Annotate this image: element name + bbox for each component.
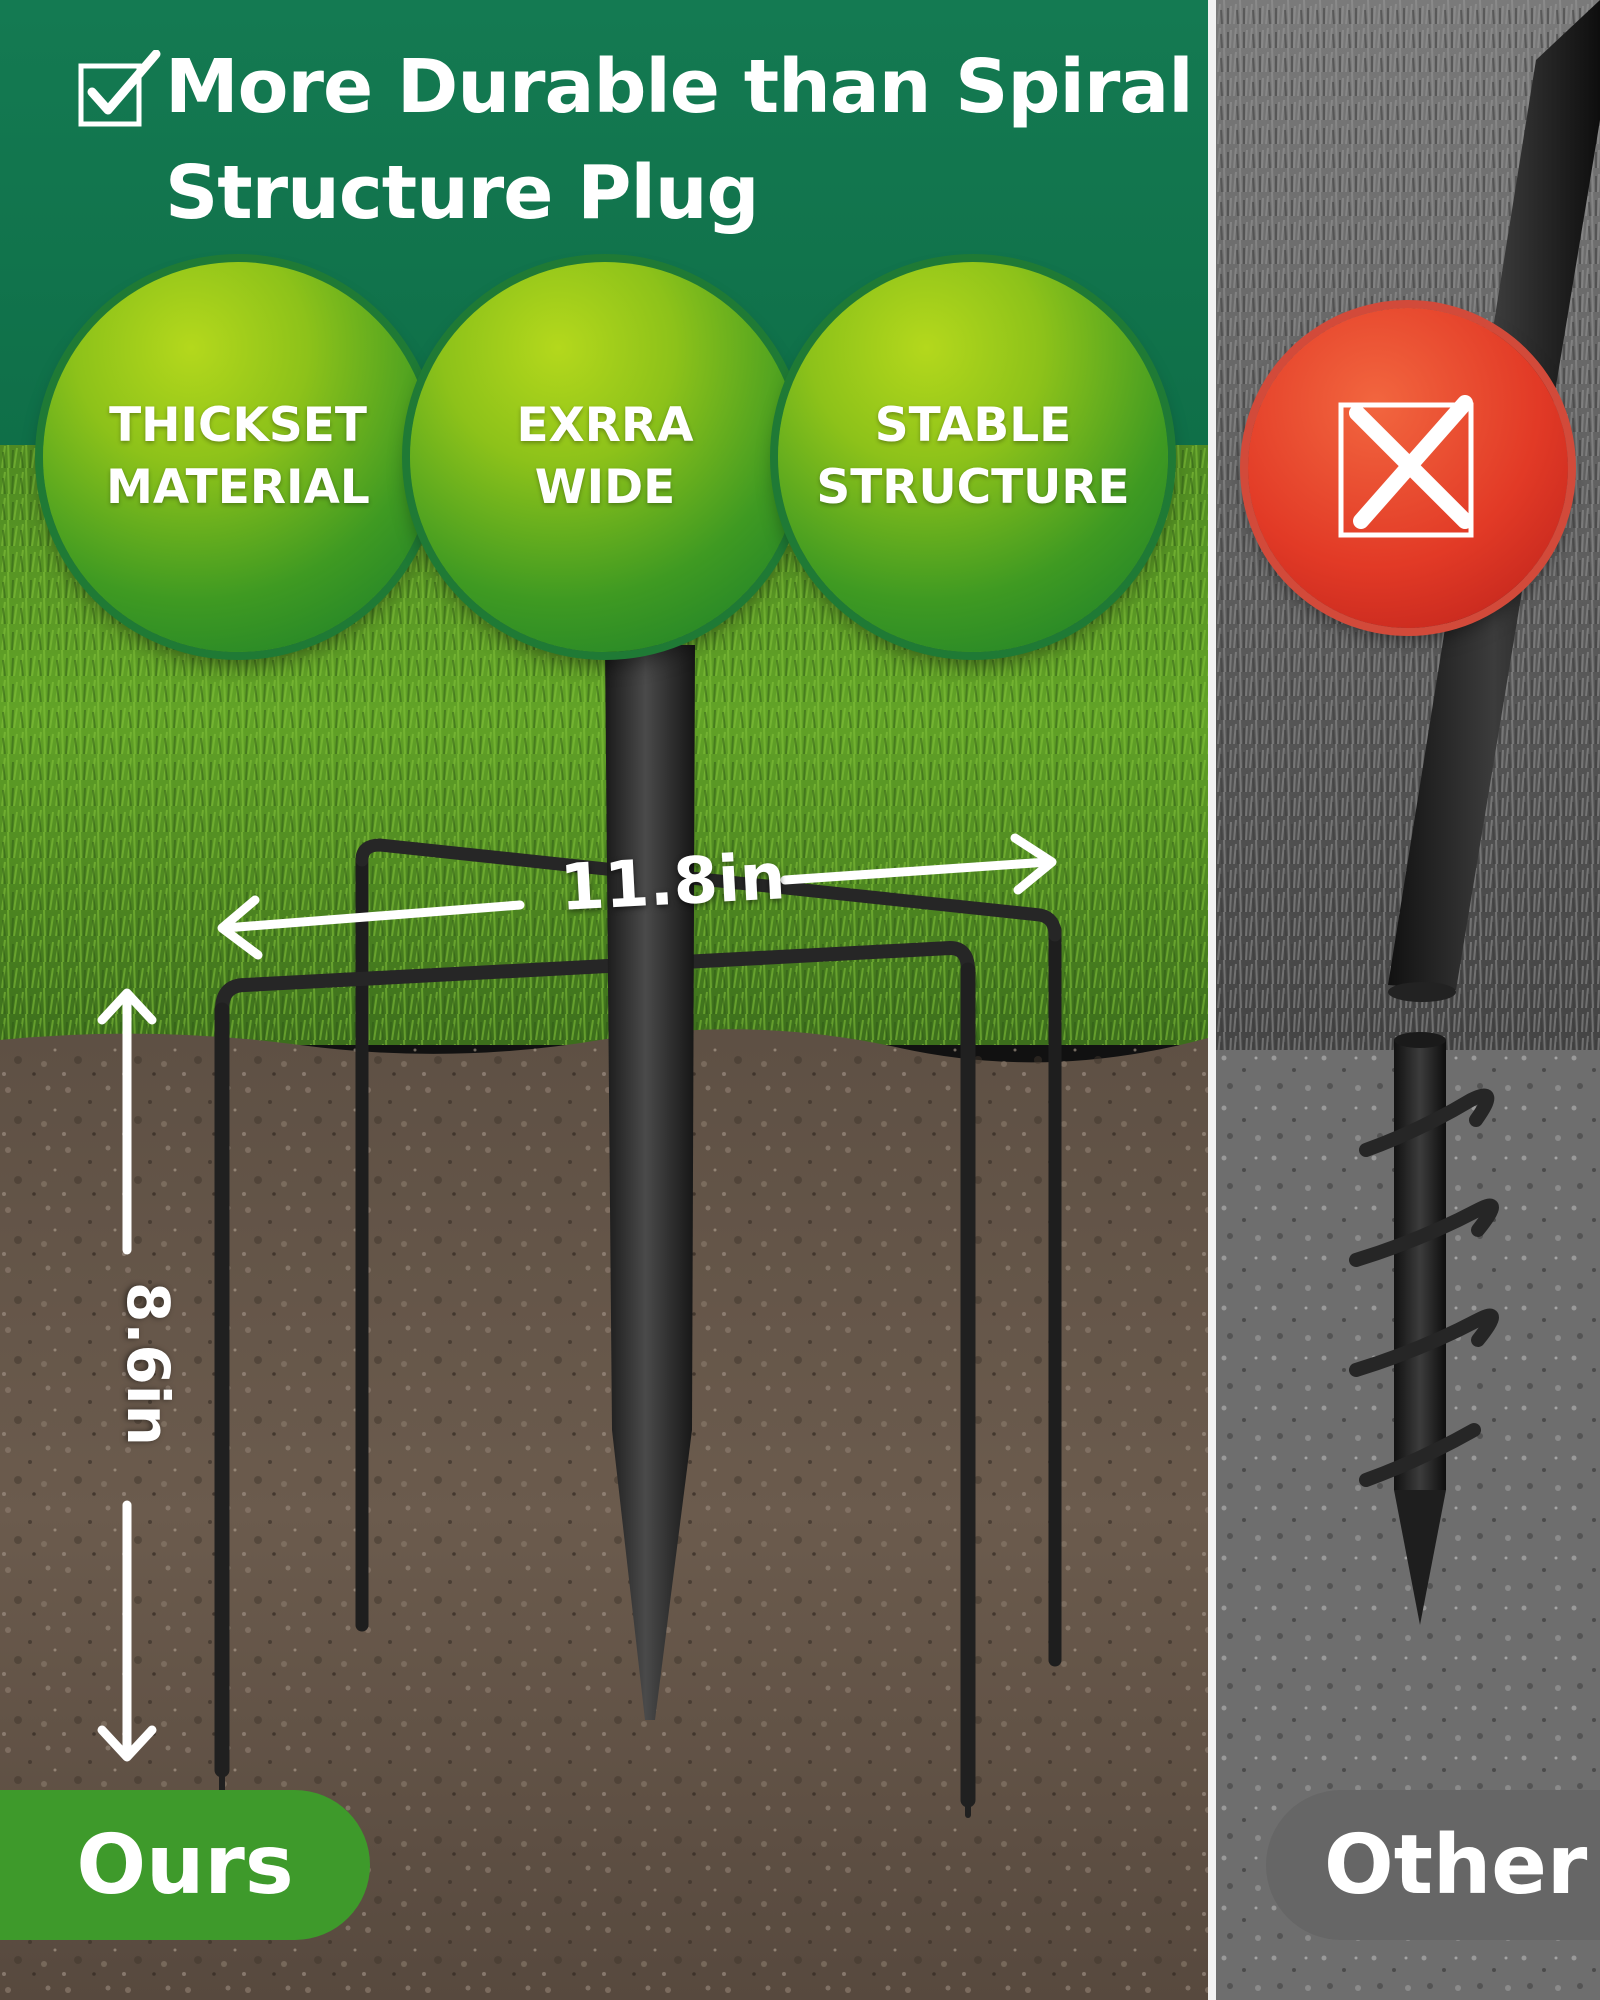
checkbox-check-icon bbox=[78, 50, 162, 130]
headline-line-1: More Durable than Spiral bbox=[165, 44, 1194, 130]
other-panel: Other bbox=[1216, 0, 1600, 2000]
width-arrow bbox=[217, 833, 1057, 960]
ours-panel: More Durable than Spiral Structure Plug … bbox=[0, 0, 1208, 2000]
cross-icon bbox=[1338, 395, 1474, 538]
badge-line-2: WIDE bbox=[534, 460, 676, 515]
ground-stake bbox=[214, 838, 1062, 1818]
depth-dimension-label: 8.6in bbox=[113, 1282, 182, 1446]
feature-badge-thickset-material: THICKSET MATERIAL bbox=[43, 262, 433, 652]
badge-line-1: EXRRA bbox=[516, 398, 694, 453]
ours-label: Ours bbox=[76, 1817, 294, 1913]
center-spike bbox=[605, 645, 695, 1720]
badge-line-1: STABLE bbox=[874, 398, 1072, 453]
spiral-plug bbox=[1349, 1032, 1499, 1625]
badge-line-1: THICKSET bbox=[109, 398, 367, 453]
badge-line-2: MATERIAL bbox=[106, 460, 370, 515]
badge-line-2: STRUCTURE bbox=[816, 460, 1130, 515]
headline-line-2: Structure Plug bbox=[165, 150, 759, 236]
feature-badge-extra-wide: EXRRA WIDE bbox=[410, 262, 800, 652]
other-pill: Other bbox=[1266, 1790, 1600, 1940]
other-label: Other bbox=[1324, 1817, 1588, 1913]
width-dimension-label: 11.8in bbox=[558, 840, 788, 926]
reject-badge bbox=[1248, 308, 1568, 628]
panel-divider bbox=[1208, 0, 1216, 2000]
feature-badge-stable-structure: STABLE STRUCTURE bbox=[778, 262, 1168, 652]
ours-pill: Ours bbox=[0, 1790, 370, 1940]
depth-arrow bbox=[97, 988, 157, 1762]
other-scene bbox=[1216, 0, 1600, 2000]
